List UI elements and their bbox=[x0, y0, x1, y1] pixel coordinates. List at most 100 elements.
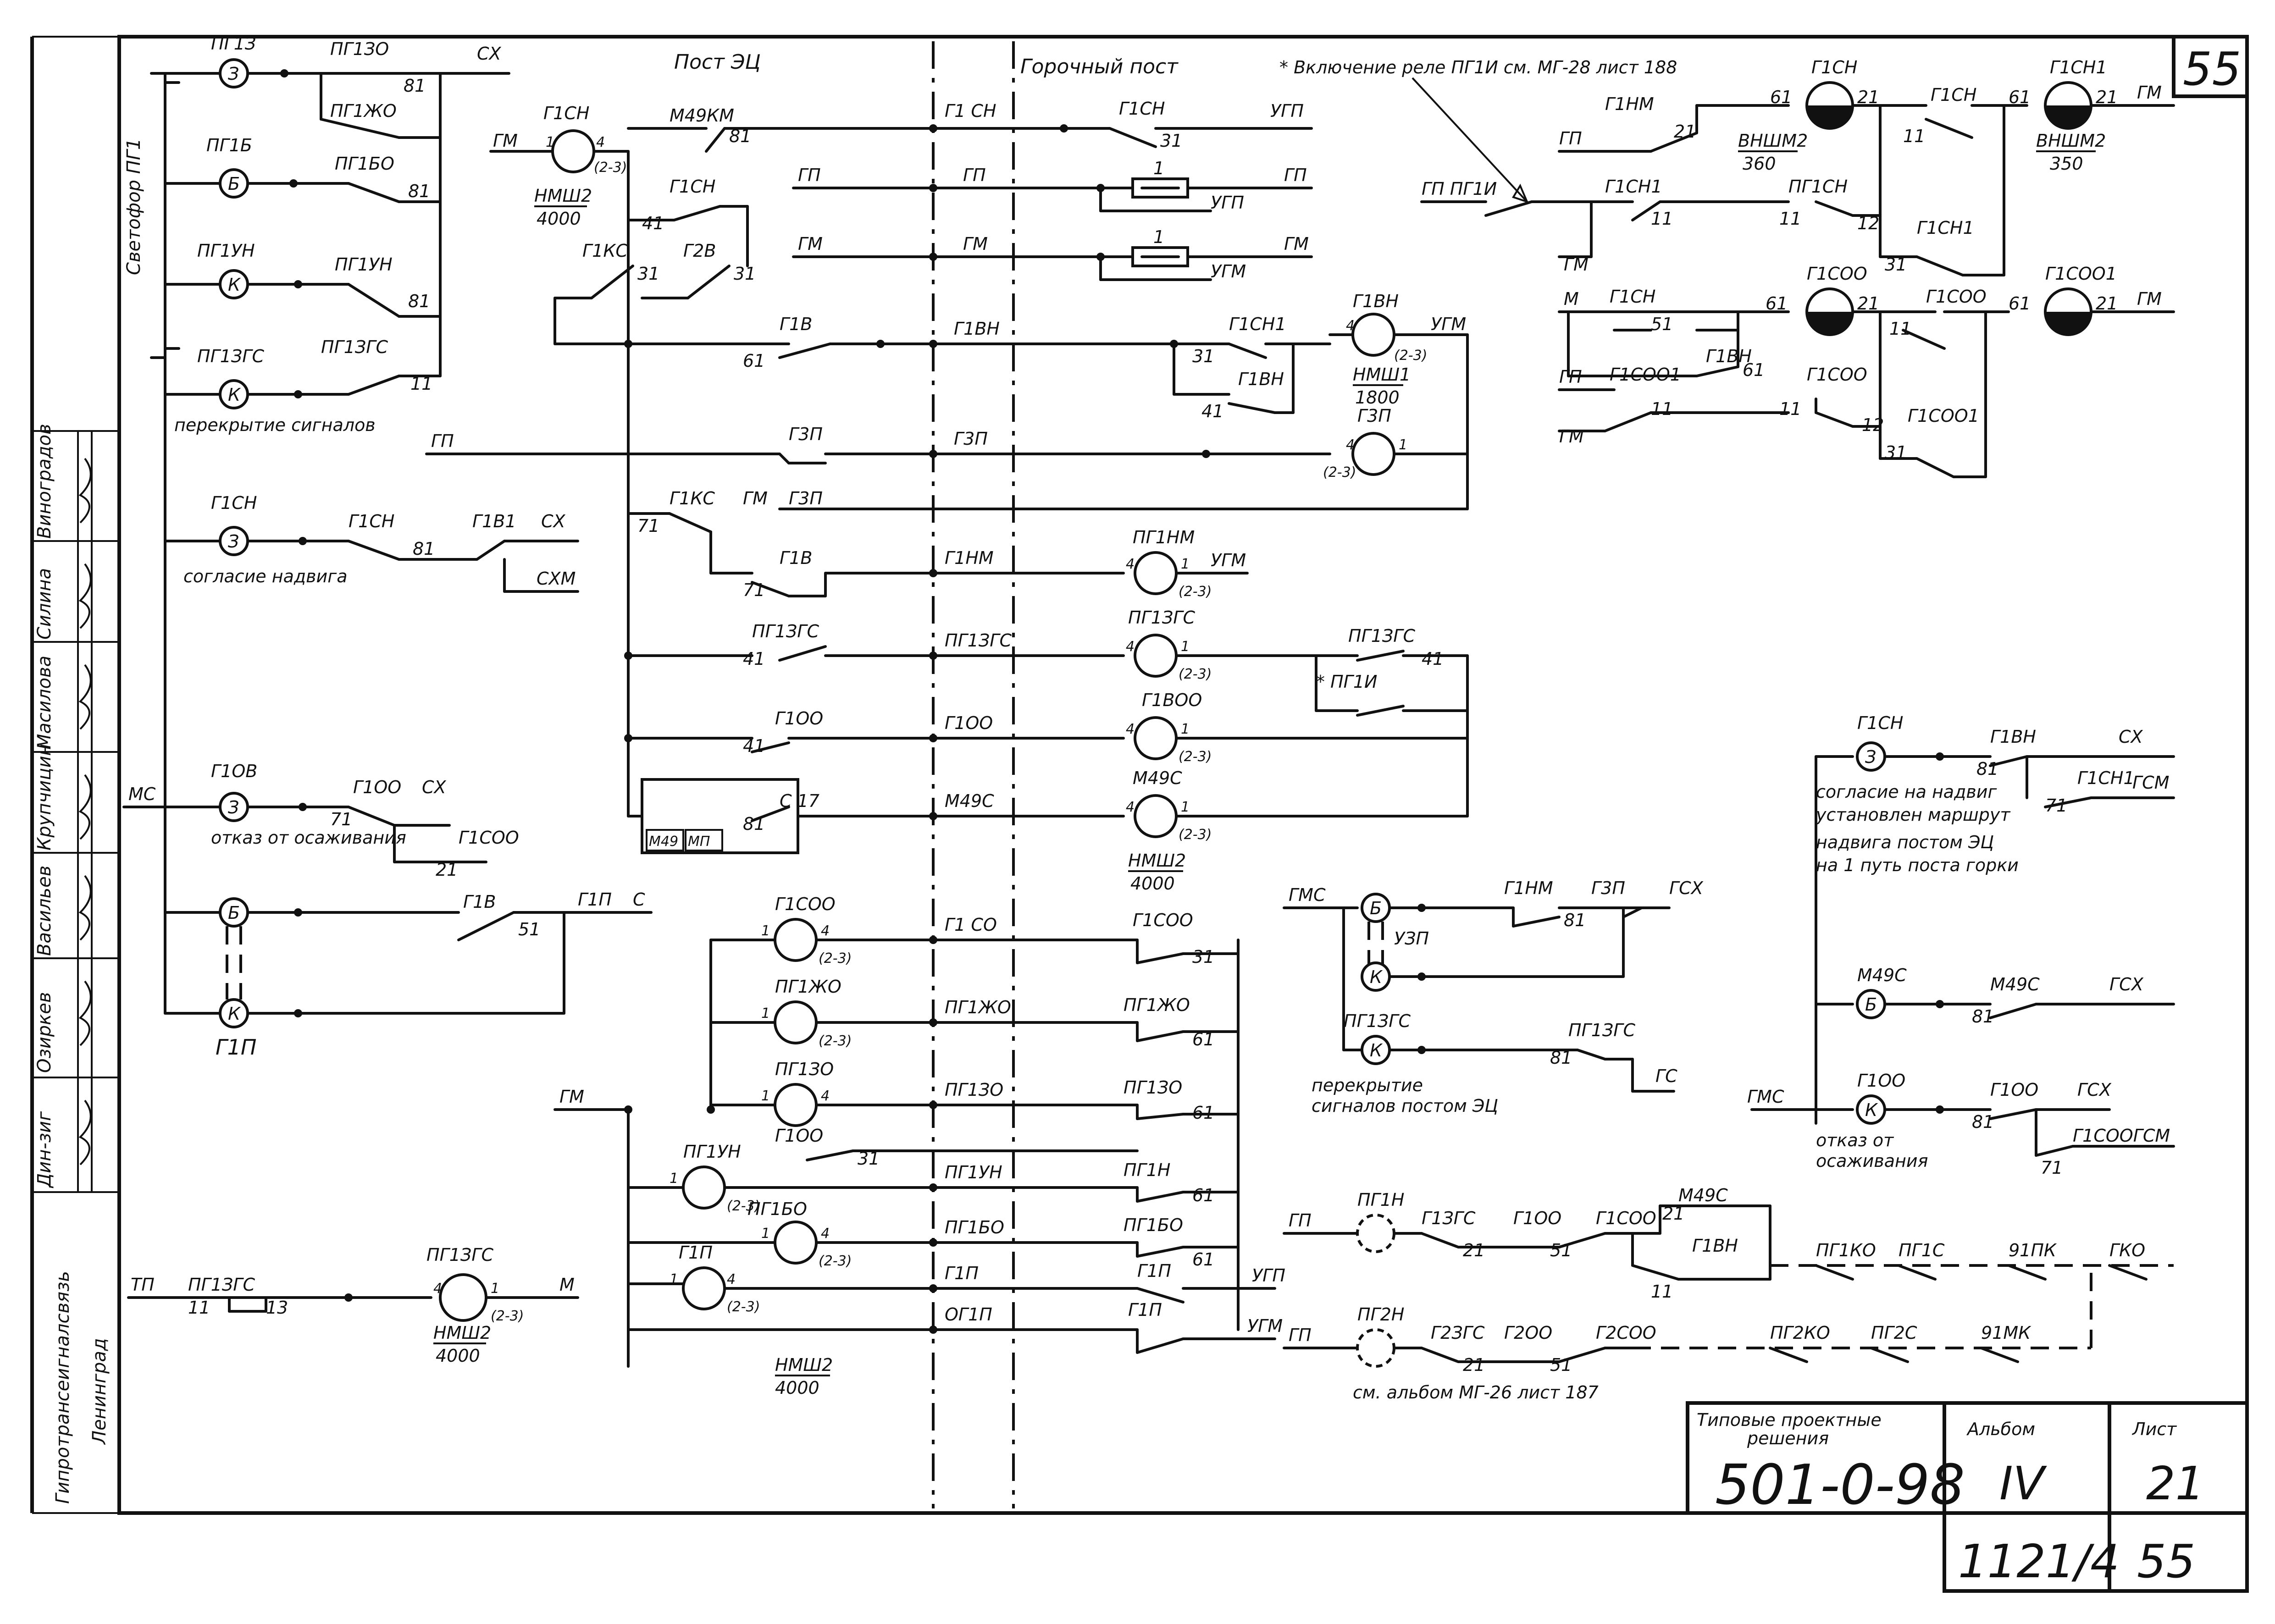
svg-text:ПГ1ЗГС: ПГ1ЗГС bbox=[1348, 626, 1415, 646]
svg-text:1: 1 bbox=[1399, 437, 1407, 453]
svg-text:Г1СН1: Г1СН1 bbox=[2077, 768, 2135, 788]
svg-text:ПГ2Н: ПГ2Н bbox=[1357, 1304, 1405, 1325]
svg-text:31: 31 bbox=[1885, 442, 1907, 463]
svg-text:ПГ1БО: ПГ1БО bbox=[1124, 1215, 1183, 1235]
svg-text:ГСХ: ГСХ bbox=[2109, 974, 2144, 994]
svg-text:Б: Б bbox=[1865, 994, 1877, 1015]
svg-text:ПГ1ЗО: ПГ1ЗО bbox=[775, 1059, 834, 1079]
frame-border bbox=[117, 35, 2249, 1515]
svg-text:на 1 путь поста горки: на 1 путь поста горки bbox=[1816, 855, 2019, 875]
svg-text:1: 1 bbox=[491, 1281, 499, 1297]
relay-pg1bo bbox=[774, 1221, 818, 1265]
header-hump-post: Горочный пост bbox=[1020, 55, 1179, 78]
svg-text:МС: МС bbox=[128, 784, 156, 804]
svg-text:СХ: СХ bbox=[477, 44, 502, 64]
svg-text:(2-3): (2-3) bbox=[491, 1308, 524, 1324]
svg-text:УГП: УГП bbox=[1252, 1265, 1285, 1286]
svg-text:Г1СН: Г1СН bbox=[543, 103, 589, 123]
sheet-label: Лист bbox=[2131, 1419, 2177, 1439]
svg-text:ГП: ГП bbox=[798, 165, 821, 185]
svg-text:4000: 4000 bbox=[1130, 873, 1175, 894]
svg-text:ГП: ГП bbox=[1289, 1210, 1312, 1231]
svg-text:71: 71 bbox=[330, 809, 352, 829]
signal-group-label: Светофор ПГ1 bbox=[123, 138, 144, 275]
svg-text:СХ: СХ bbox=[422, 777, 447, 797]
svg-text:(2-3): (2-3) bbox=[1179, 827, 1212, 843]
svg-text:ГМ: ГМ bbox=[963, 234, 988, 254]
svg-text:21: 21 bbox=[2096, 87, 2118, 107]
svg-text:Г2ЗГС: Г2ЗГС bbox=[1431, 1323, 1485, 1343]
svg-text:1: 1 bbox=[1181, 799, 1190, 815]
svg-text:Г1ОО: Г1ОО bbox=[775, 1126, 823, 1146]
svg-text:М49С: М49С bbox=[1990, 974, 2040, 994]
svg-text:1: 1 bbox=[761, 1005, 770, 1022]
svg-text:91МК: 91МК bbox=[1981, 1323, 2031, 1343]
svg-text:ТП: ТП bbox=[131, 1275, 155, 1295]
svg-text:УГМ: УГМ bbox=[1247, 1316, 1283, 1336]
svg-text:Г1ВН: Г1ВН bbox=[1353, 291, 1399, 311]
svg-text:Г1В: Г1В bbox=[780, 548, 812, 568]
svg-text:Г1ОО: Г1ОО bbox=[775, 708, 823, 729]
svg-text:ГП ПГ1И: ГП ПГ1И bbox=[1422, 179, 1497, 199]
svg-text:(2-3): (2-3) bbox=[819, 1033, 852, 1049]
svg-text:Г1ОВ: Г1ОВ bbox=[211, 761, 257, 781]
svg-text:(2-3): (2-3) bbox=[1179, 584, 1212, 600]
svg-text:отказ от осаживания: отказ от осаживания bbox=[211, 828, 406, 848]
svg-text:1: 1 bbox=[761, 923, 770, 939]
relay-g1coo bbox=[774, 918, 818, 962]
svg-text:Г1П: Г1П bbox=[1137, 1261, 1171, 1281]
left-block: МС З ПГ1З ПГ1ЗО 81 СХ ПГ1ЖО Б ПГ1Б ПГ1БО… bbox=[122, 33, 653, 1060]
svg-text:1: 1 bbox=[670, 1271, 678, 1287]
svg-text:ГМ: ГМ bbox=[2137, 289, 2162, 309]
svg-text:(2-3): (2-3) bbox=[1179, 666, 1212, 682]
svg-text:Г1ОО: Г1ОО bbox=[353, 777, 401, 797]
svg-text:ГМ: ГМ bbox=[2137, 83, 2162, 103]
svg-text:ГКО: ГКО bbox=[2109, 1240, 2145, 1260]
svg-text:81: 81 bbox=[413, 539, 435, 559]
svg-text:4: 4 bbox=[1126, 721, 1135, 737]
svg-text:11: 11 bbox=[1889, 319, 1911, 339]
svg-text:Г1ВН: Г1ВН bbox=[1706, 346, 1752, 366]
svg-text:Г1СН1: Г1СН1 bbox=[1229, 314, 1286, 334]
svg-text:Б: Б bbox=[228, 903, 240, 923]
svg-text:ГСХ: ГСХ bbox=[2077, 1080, 2112, 1100]
svg-text:НМШ2: НМШ2 bbox=[534, 186, 592, 206]
svg-text:71: 71 bbox=[2041, 1158, 2063, 1178]
svg-text:4000: 4000 bbox=[537, 209, 581, 229]
signature-name-0: Дин-зиг bbox=[34, 1111, 55, 1188]
svg-text:СХМ: СХМ bbox=[537, 569, 576, 589]
svg-text:ГМС: ГМС bbox=[1747, 1087, 1784, 1107]
svg-text:4: 4 bbox=[596, 134, 605, 150]
svg-text:Г1СН1: Г1СН1 bbox=[1605, 177, 1662, 197]
svg-text:81: 81 bbox=[1976, 759, 1998, 779]
svg-text:21: 21 bbox=[2096, 293, 2118, 314]
svg-text:Г1 СО: Г1 СО bbox=[945, 915, 997, 935]
svg-text:Г1СН: Г1СН bbox=[211, 493, 257, 513]
svg-text:81: 81 bbox=[1972, 1112, 1994, 1132]
svg-text:УЗП: УЗП bbox=[1394, 928, 1429, 949]
svg-text:4: 4 bbox=[1126, 639, 1135, 655]
svg-text:4: 4 bbox=[727, 1271, 736, 1287]
signature-scribbles bbox=[78, 458, 92, 1166]
svg-text:61: 61 bbox=[1192, 1185, 1214, 1205]
svg-text:ВНШМ2: ВНШМ2 bbox=[2036, 131, 2106, 151]
svg-text:31: 31 bbox=[1192, 947, 1214, 967]
svg-text:(2-3): (2-3) bbox=[1323, 464, 1356, 481]
svg-text:ПГ1С: ПГ1С bbox=[1899, 1240, 1945, 1260]
svg-text:51: 51 bbox=[518, 919, 540, 939]
svg-text:НМШ2: НМШ2 bbox=[775, 1355, 833, 1375]
svg-text:К: К bbox=[1370, 967, 1383, 987]
svg-text:Г1НМ: Г1НМ bbox=[945, 548, 994, 568]
svg-text:Г2ОО: Г2ОО bbox=[1504, 1323, 1552, 1343]
svg-text:81: 81 bbox=[1550, 1048, 1572, 1068]
svg-text:ПГ1ЖО: ПГ1ЖО bbox=[945, 997, 1011, 1017]
svg-text:21: 21 bbox=[1857, 293, 1879, 314]
svg-text:11: 11 bbox=[410, 374, 432, 394]
svg-text:М49С: М49С bbox=[945, 791, 994, 811]
project-number: 501-0-98 bbox=[1715, 1453, 1965, 1517]
svg-text:ГП: ГП bbox=[1559, 128, 1582, 149]
svg-text:1: 1 bbox=[1181, 721, 1190, 737]
svg-text:31: 31 bbox=[734, 264, 756, 284]
title-block: Типовые проектные решения 501-0-98 Альбо… bbox=[1686, 1401, 2249, 1593]
svg-text:Г1ОО: Г1ОО bbox=[1513, 1208, 1561, 1228]
